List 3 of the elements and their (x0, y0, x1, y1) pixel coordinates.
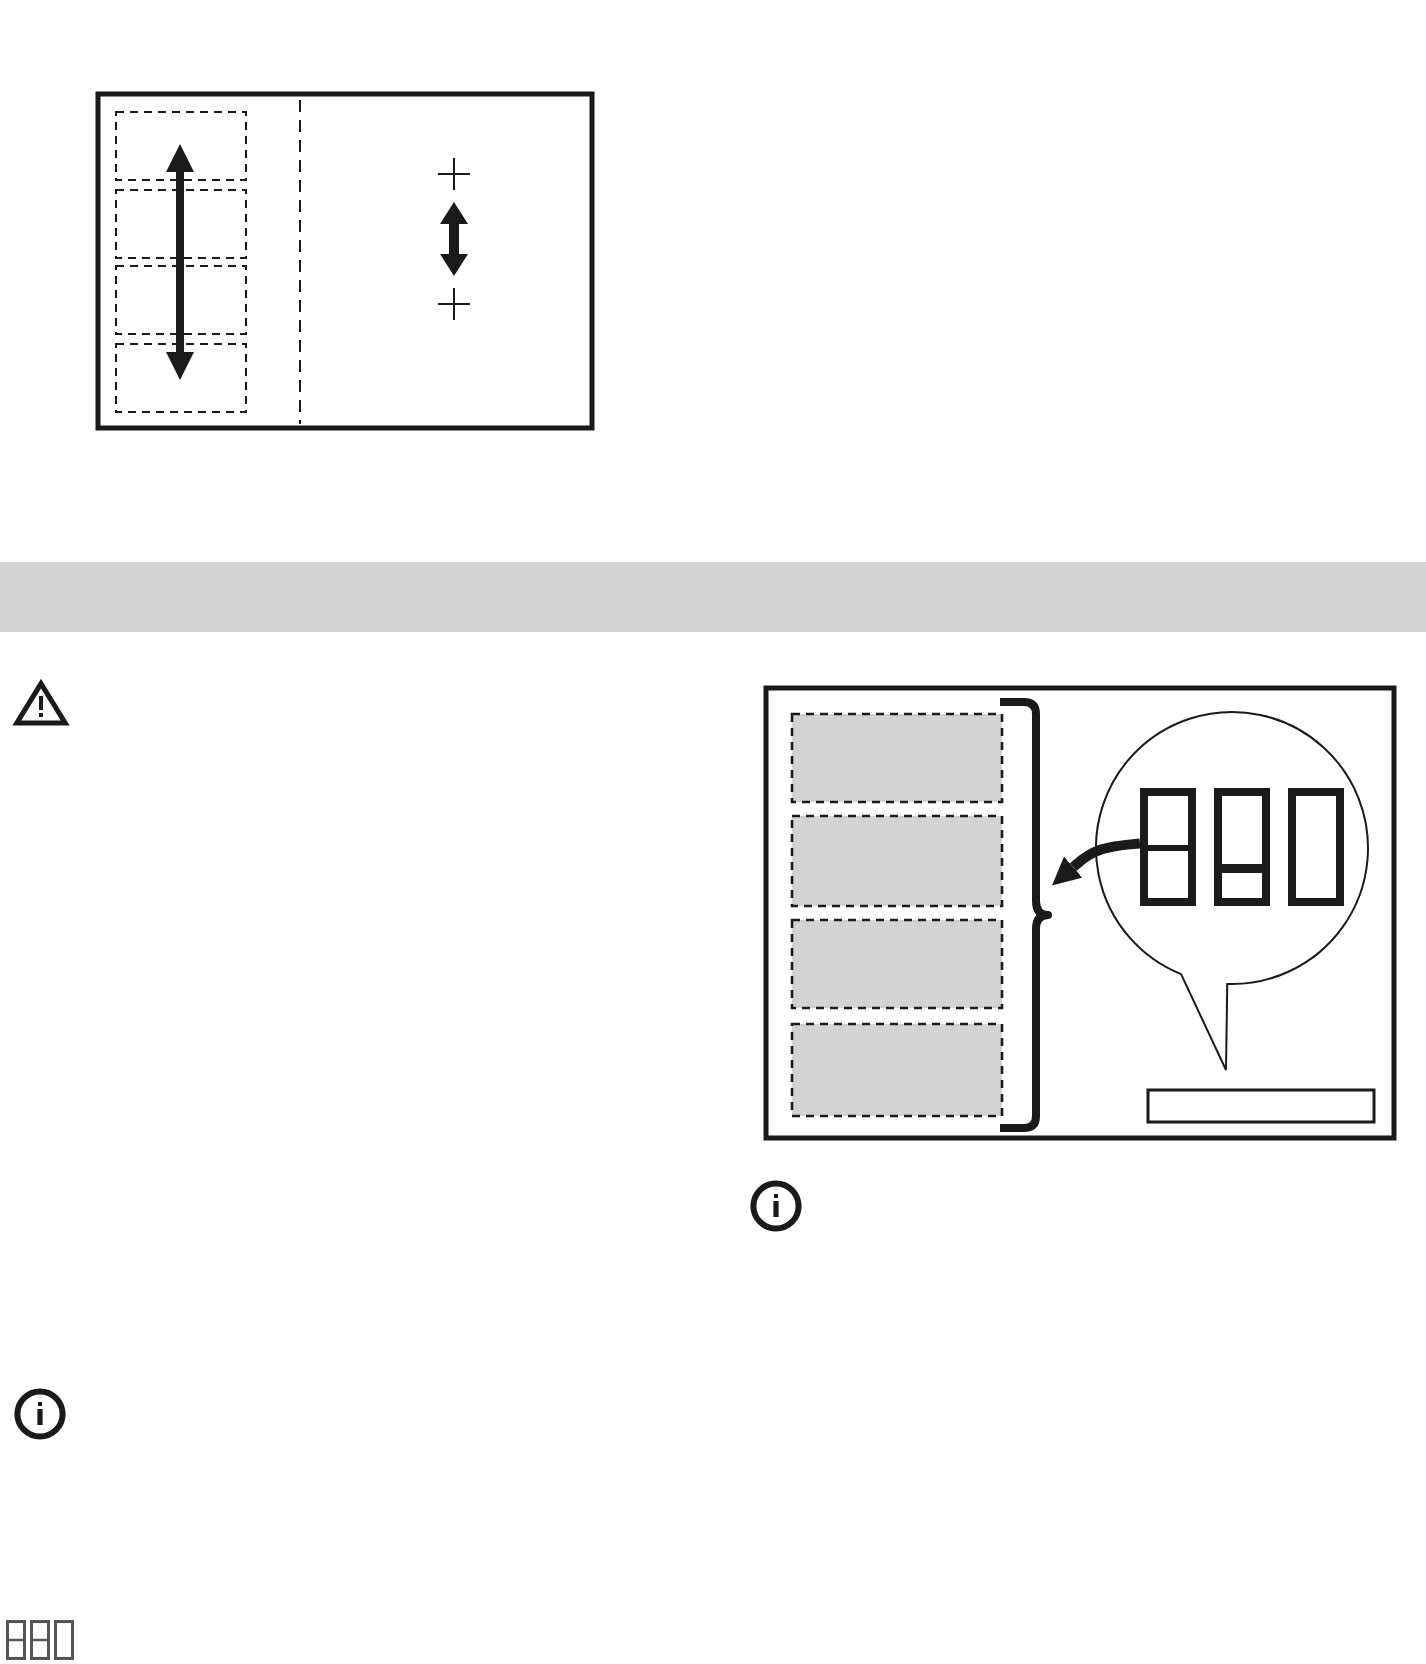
segment-display (1140, 788, 1344, 906)
curved-arrow (1052, 838, 1141, 886)
curly-bracket (1000, 698, 1052, 1132)
